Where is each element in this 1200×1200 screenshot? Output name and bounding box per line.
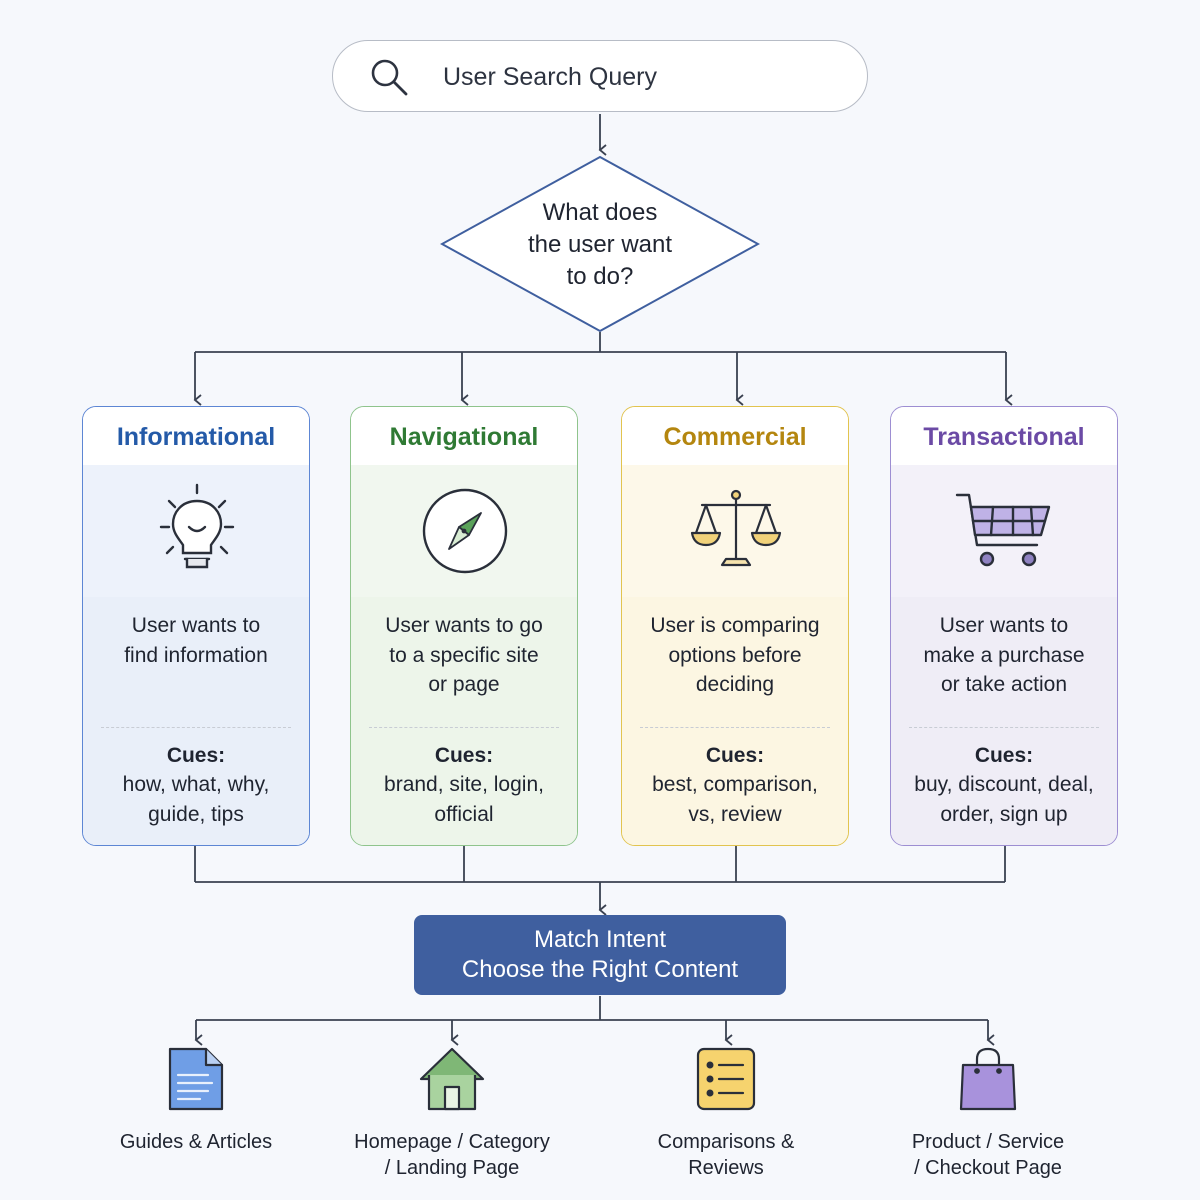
cues-list: how, what, why, guide, tips (122, 773, 270, 826)
scale-icon (690, 489, 782, 567)
card-commercial: Commercial User is comparing (621, 406, 849, 846)
document-icon (168, 1047, 224, 1111)
output-label: Homepage / Category / Landing Page (354, 1131, 550, 1179)
output-homepage-category: Homepage / Category / Landing Page (330, 1045, 574, 1181)
list-icon (696, 1047, 756, 1111)
cues-title: Cues: (974, 744, 1034, 767)
decision-question: What does the user want to do? (527, 199, 673, 290)
search-query-label: User Search Query (443, 63, 657, 91)
search-query-box: User Search Query (332, 40, 868, 112)
search-icon (371, 59, 408, 96)
card-divider (101, 727, 291, 728)
card-title: Navigational (351, 407, 577, 465)
card-divider (640, 727, 830, 728)
house-icon (419, 1047, 485, 1111)
output-guides-articles: Guides & Articles (96, 1045, 296, 1155)
cues-list: buy, discount, deal, order, sign up (914, 773, 1094, 826)
card-description: User wants to make a purchase or take ac… (923, 614, 1085, 696)
card-informational: Informational Use (82, 406, 310, 846)
cues-title: Cues: (434, 744, 494, 767)
cues-title: Cues: (705, 744, 765, 767)
output-label: Comparisons & Reviews (657, 1131, 795, 1179)
decision-diamond: What does the user want to do? (440, 155, 760, 333)
card-divider (369, 727, 559, 728)
cues-list: brand, site, login, official (384, 773, 544, 826)
diamond-shape (440, 155, 760, 333)
card-transactional: Transactional User wants to make a purch… (890, 406, 1118, 846)
card-description: User wants to go to a specific site or p… (385, 614, 543, 696)
output-comparisons-reviews: Comparisons & Reviews (616, 1045, 836, 1181)
card-title: Informational (83, 407, 309, 465)
card-description: User is comparing options before decidin… (650, 614, 820, 696)
card-divider (909, 727, 1099, 728)
card-description: User wants to find information (124, 614, 268, 667)
output-product-checkout: Product / Service / Checkout Page (878, 1045, 1098, 1181)
card-title: Commercial (622, 407, 848, 465)
shopping-bag-icon (959, 1047, 1017, 1111)
output-label: Product / Service / Checkout Page (911, 1131, 1065, 1179)
cues-list: best, comparison, vs, review (652, 773, 818, 826)
match-title: Match Intent (533, 926, 667, 953)
output-label: Guides & Articles (119, 1131, 273, 1153)
match-intent-box: Match Intent Choose the Right Content (414, 915, 786, 995)
card-title: Transactional (891, 407, 1117, 465)
lightbulb-icon (159, 483, 235, 569)
compass-icon (422, 488, 508, 574)
shopping-cart-icon (955, 493, 1051, 567)
card-navigational: Navigational User wants to go to a speci… (350, 406, 578, 846)
match-subtitle: Choose the Right Content (461, 956, 739, 983)
cues-title: Cues: (166, 744, 226, 767)
